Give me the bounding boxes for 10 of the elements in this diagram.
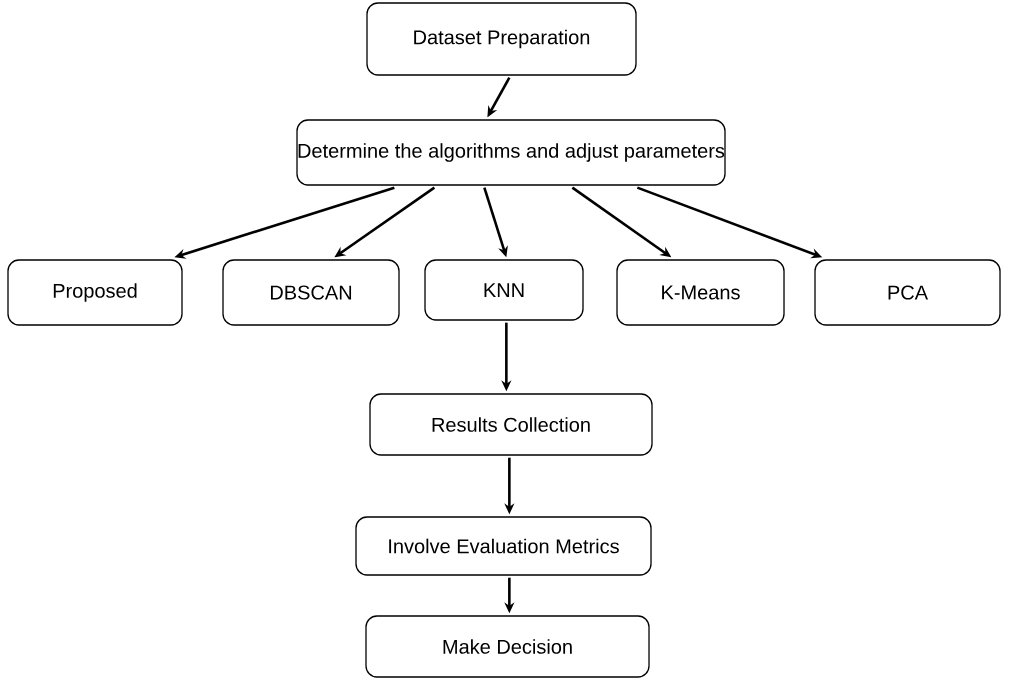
process-box: Determine the algorithms and adjust parameters [296, 119, 726, 186]
process-box: DBSCAN [222, 259, 400, 326]
process-box: PCA [814, 259, 1001, 326]
process-box: Make Decision [365, 615, 650, 678]
process-box: KNN [424, 259, 584, 321]
process-box: Involve Evaluation Metrics [355, 516, 652, 576]
process-box: Dataset Preparation [366, 2, 637, 76]
process-box: K-Means [616, 259, 785, 326]
process-box: Results Collection [369, 393, 653, 456]
process-box: Proposed [7, 259, 183, 326]
